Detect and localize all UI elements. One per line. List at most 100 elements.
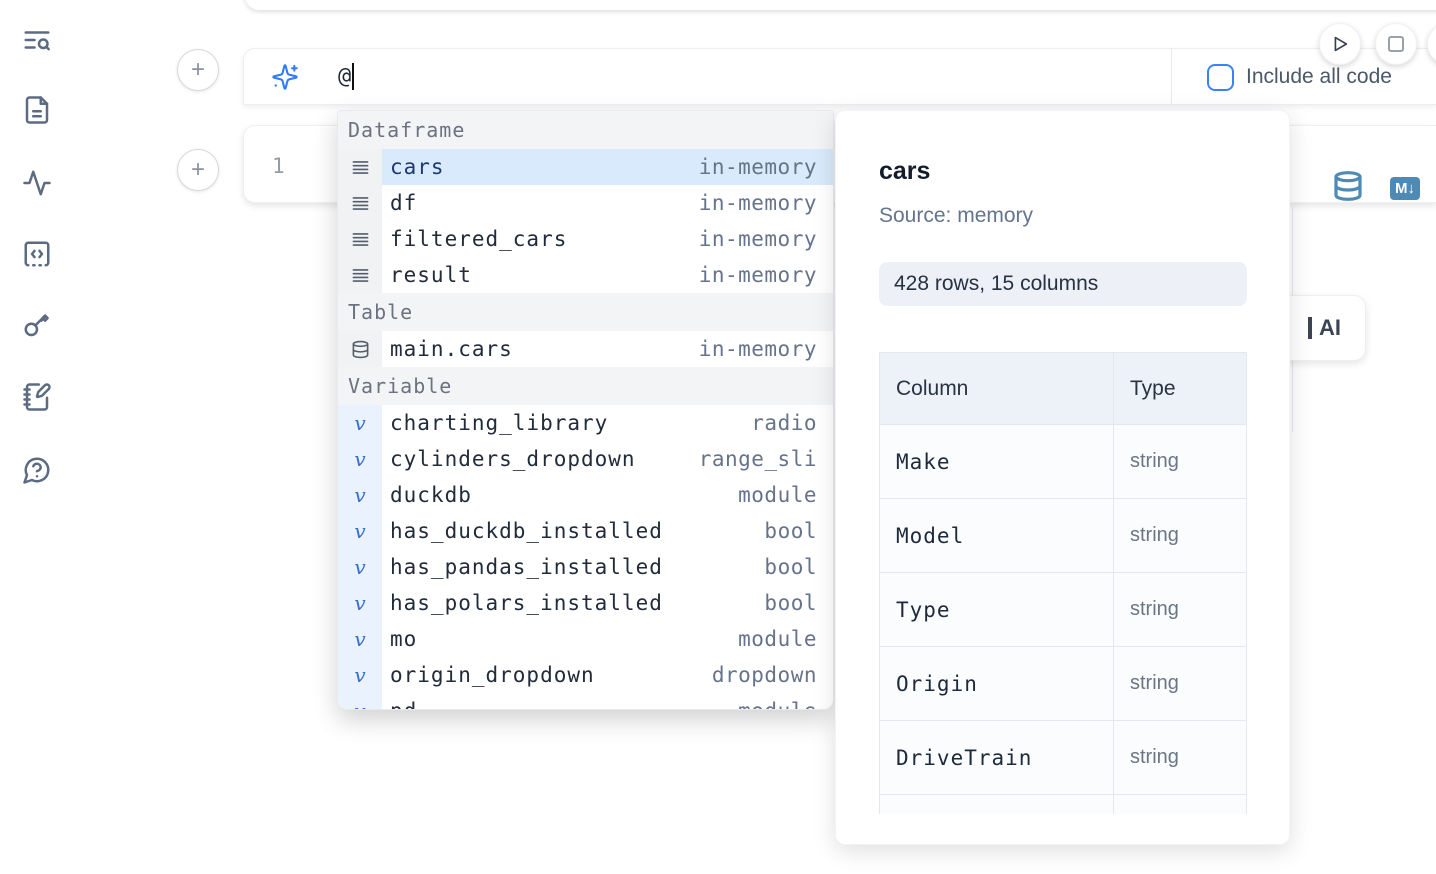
run-cell-button[interactable] bbox=[1319, 23, 1361, 65]
item-name: origin_dropdown bbox=[390, 663, 595, 687]
item-name: has_pandas_installed bbox=[390, 555, 663, 579]
stop-icon bbox=[1388, 36, 1404, 52]
autocomplete-section-header: Table bbox=[338, 293, 833, 331]
item-type: bool bbox=[764, 519, 817, 543]
item-type: in-memory bbox=[698, 337, 817, 361]
previous-cell-edge bbox=[245, 0, 1436, 10]
include-all-code-checkbox[interactable] bbox=[1207, 63, 1234, 91]
column-header: Column bbox=[879, 352, 1114, 425]
stop-button[interactable] bbox=[1375, 23, 1417, 65]
item-name: cylinders_dropdown bbox=[390, 447, 636, 471]
text-search-icon[interactable] bbox=[21, 24, 53, 56]
column-name-cell: Type bbox=[879, 572, 1114, 647]
panel-source: Source: memory bbox=[879, 204, 1034, 227]
key-icon[interactable] bbox=[21, 309, 53, 341]
variable-icon: v bbox=[338, 549, 382, 585]
database-icon[interactable] bbox=[1332, 170, 1364, 207]
autocomplete-item[interactable]: cars in-memory bbox=[338, 149, 833, 185]
table-row bbox=[879, 794, 1247, 814]
item-name: filtered_cars bbox=[390, 227, 568, 251]
variable-icon: v bbox=[338, 693, 382, 709]
item-type: in-memory bbox=[698, 227, 817, 251]
add-cell-button[interactable]: + bbox=[177, 149, 219, 191]
ai-prompt-input[interactable]: @ bbox=[338, 63, 355, 90]
add-cell-button[interactable]: + bbox=[177, 49, 219, 91]
text-caret bbox=[352, 63, 355, 90]
variable-icon: v bbox=[338, 621, 382, 657]
item-type: module bbox=[726, 699, 817, 709]
include-all-code-toggle[interactable]: Include all code bbox=[1207, 49, 1392, 105]
play-icon bbox=[1334, 36, 1348, 52]
item-name: has_duckdb_installed bbox=[390, 519, 663, 543]
line-number: 1 bbox=[272, 154, 285, 178]
activity-icon[interactable] bbox=[21, 167, 53, 199]
type-header: Type bbox=[1113, 352, 1247, 425]
item-type: in-memory bbox=[698, 155, 817, 179]
column-type-cell bbox=[1113, 794, 1247, 814]
sidebar bbox=[0, 0, 72, 874]
item-name: result bbox=[390, 263, 472, 287]
database-icon bbox=[338, 331, 382, 367]
autocomplete-section-header: Variable bbox=[338, 367, 833, 405]
column-name-cell: Make bbox=[879, 424, 1114, 499]
divider bbox=[1171, 49, 1172, 105]
item-type: in-memory bbox=[698, 263, 817, 287]
item-name: pd bbox=[390, 699, 417, 709]
autocomplete-item[interactable]: vpd module bbox=[338, 693, 833, 709]
item-type: bool bbox=[764, 591, 817, 615]
dataframe-icon bbox=[338, 257, 382, 293]
item-name: charting_library bbox=[390, 411, 609, 435]
column-type-cell: string bbox=[1113, 646, 1247, 721]
autocomplete-item[interactable]: filtered_cars in-memory bbox=[338, 221, 833, 257]
variable-icon: v bbox=[338, 477, 382, 513]
column-type-cell: string bbox=[1113, 572, 1247, 647]
column-type-cell: string bbox=[1113, 498, 1247, 573]
autocomplete-item[interactable]: v cylinders_dropdown range_sli bbox=[338, 441, 833, 477]
autocomplete-section-header: Dataframe bbox=[338, 111, 833, 149]
item-name: cars bbox=[390, 155, 445, 179]
column-name-cell: DriveTrain bbox=[879, 720, 1114, 795]
dataframe-icon bbox=[338, 185, 382, 221]
ai-prompt-row: @ Include all code bbox=[243, 48, 1436, 105]
item-name: has_polars_installed bbox=[390, 591, 663, 615]
item-type: range_sli bbox=[698, 447, 817, 471]
sparkles-icon bbox=[271, 63, 299, 91]
variable-icon: v bbox=[338, 441, 382, 477]
item-name: mo bbox=[390, 627, 418, 651]
clipped-letter-fragment bbox=[1308, 317, 1312, 339]
code-square-icon[interactable] bbox=[21, 238, 53, 270]
markdown-icon[interactable]: M↓ bbox=[1390, 177, 1420, 200]
item-name: df bbox=[390, 191, 418, 215]
ai-button-label: AI bbox=[1319, 315, 1341, 340]
column-name-cell: Origin bbox=[879, 646, 1114, 721]
help-chat-icon[interactable] bbox=[21, 454, 53, 486]
autocomplete-item[interactable]: result in-memory bbox=[338, 257, 833, 293]
shape-badge: 428 rows, 15 columns bbox=[879, 262, 1247, 306]
item-type: radio bbox=[751, 411, 817, 435]
variable-icon: v bbox=[338, 657, 382, 693]
file-text-icon[interactable] bbox=[21, 94, 53, 126]
column-type-cell: string bbox=[1113, 720, 1247, 795]
notebook-pen-icon[interactable] bbox=[21, 381, 53, 413]
panel-title: cars bbox=[879, 157, 931, 185]
column-name-cell: Model bbox=[879, 498, 1114, 573]
